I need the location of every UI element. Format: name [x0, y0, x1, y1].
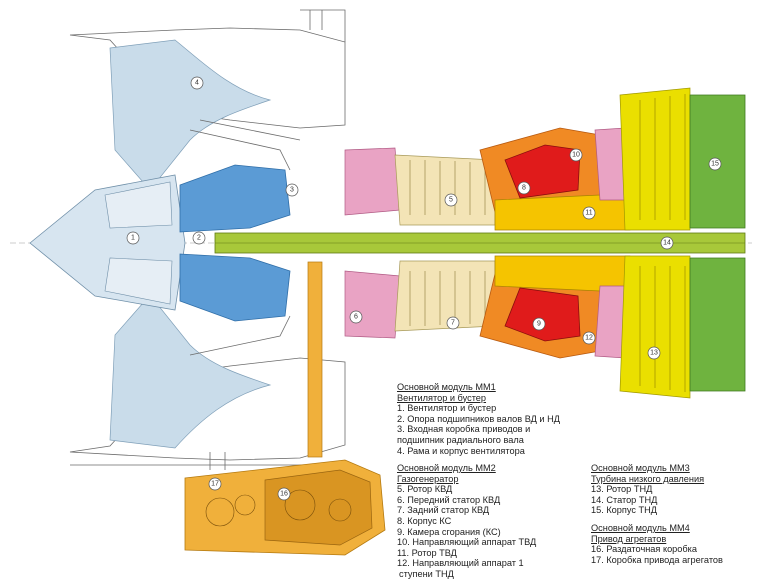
svg-text:10: 10: [572, 152, 580, 159]
fan-frame-top: [300, 9, 346, 42]
callout-14: 14: [660, 236, 674, 250]
callout-2: 2: [192, 231, 206, 245]
legend-item: 8. Корпус КС: [397, 515, 452, 526]
legend-mm1-title: Основной модуль ММ1: [397, 382, 496, 392]
hpc-stator-front-lower: [344, 270, 401, 339]
svg-text:14: 14: [663, 240, 671, 247]
legend-item: ступени ТНД: [399, 568, 454, 579]
legend-item: 5. Ротор КВД: [397, 484, 453, 495]
legend-item: 7. Задний статор КВД: [397, 505, 490, 516]
legend-item: 9. Камера сгорания (КС): [397, 526, 501, 537]
legend-mm2: Основной модуль ММ2 Газогенератор 5. Рот…: [397, 463, 536, 580]
callout-16: 16: [277, 487, 291, 501]
callout-7: 7: [446, 316, 460, 330]
legend-item: 11. Ротор ТВД: [397, 547, 457, 558]
svg-text:4: 4: [195, 80, 199, 87]
callout-17: 17: [208, 477, 222, 491]
legend-mm4-subtitle: Привод агрегатов: [591, 533, 667, 544]
callout-13: 13: [647, 346, 661, 360]
callout-6: 6: [349, 310, 363, 324]
legend-item: 13. Ротор ТНД: [591, 484, 653, 495]
callout-8: 8: [517, 181, 531, 195]
legend-mm1: Основной модуль ММ1 Вентилятор и бустер …: [397, 382, 560, 456]
booster-struts: [189, 119, 301, 356]
svg-text:7: 7: [451, 320, 455, 327]
combustion-chamber-lower: [504, 287, 581, 342]
lp-turbine-blades: [639, 94, 686, 392]
svg-text:3: 3: [290, 187, 294, 194]
legend-item: 14. Статор ТНД: [591, 494, 658, 505]
callout-1: 1: [126, 231, 140, 245]
legend-mm4: Основной модуль ММ4 Привод агрегатов 16.…: [591, 523, 723, 565]
legend-item: 2. Опора подшипников валов ВД и НД: [397, 413, 560, 424]
svg-text:2: 2: [197, 235, 201, 242]
svg-text:12: 12: [585, 335, 593, 342]
legend-item: 3. Входная коробка приводов и: [397, 424, 531, 435]
legend-mm4-title: Основной модуль ММ4: [591, 523, 690, 533]
booster-lower: [179, 253, 291, 322]
hpc-stator-front-upper: [344, 147, 401, 216]
legend-mm2-subtitle: Газогенератор: [397, 473, 459, 484]
callout-15: 15: [708, 157, 722, 171]
legend-item: 6. Передний статор КВД: [397, 494, 501, 505]
legend-item: 10. Направляющий аппарат ТВД: [397, 537, 537, 548]
lp-turbine-stage1-upper: [594, 127, 626, 201]
gearbox-gears: [205, 489, 352, 527]
legend-item: 4. Рама и корпус вентилятора: [397, 445, 525, 456]
callout-4: 4: [190, 76, 204, 90]
svg-text:11: 11: [585, 210, 592, 217]
fan-blade-upper: [109, 39, 272, 191]
callout-9: 9: [532, 317, 546, 331]
fan-blade-lower: [109, 294, 272, 449]
svg-text:17: 17: [211, 481, 219, 488]
legend-item: 17. Коробка привода агрегатов: [591, 554, 723, 565]
legend-mm1-subtitle: Вентилятор и бустер: [397, 392, 487, 403]
legend-item: 12. Направляющий аппарат 1: [397, 558, 524, 569]
legend-mm3: Основной модуль ММ3 Турбина низкого давл…: [591, 463, 704, 516]
callout-3: 3: [285, 183, 299, 197]
svg-text:6: 6: [354, 314, 358, 321]
callout-5: 5: [444, 193, 458, 207]
svg-text:9: 9: [537, 321, 541, 328]
callout-10: 10: [569, 148, 583, 162]
radial-drive-shaft: [307, 261, 323, 458]
svg-text:13: 13: [650, 350, 658, 357]
legend-item: 15. Корпус ТНД: [591, 505, 657, 516]
lp-turbine-stage1-lower: [594, 285, 626, 359]
legend-item: 1. Вентилятор и бустер: [397, 403, 497, 414]
fan-disk-lower: [104, 257, 173, 305]
legend-mm3-subtitle: Турбина низкого давления: [591, 473, 705, 484]
legend-item: 16. Раздаточная коробка: [591, 544, 697, 555]
svg-text:8: 8: [522, 185, 526, 192]
svg-text:16: 16: [280, 491, 288, 498]
legend-mm2-title: Основной модуль ММ2: [397, 463, 496, 473]
legend-item: подшипник радиального вала: [397, 434, 524, 445]
transfer-gearbox: [264, 469, 373, 546]
svg-text:5: 5: [449, 197, 453, 204]
fan-disk-upper: [104, 181, 173, 229]
booster-upper: [179, 164, 291, 233]
callout-12: 12: [582, 331, 596, 345]
svg-text:15: 15: [711, 161, 719, 168]
legend-mm3-title: Основной модуль ММ3: [591, 463, 690, 473]
svg-text:1: 1: [131, 235, 135, 242]
lp-turbine-case-lower: [689, 257, 746, 392]
callout-11: 11: [582, 206, 596, 220]
